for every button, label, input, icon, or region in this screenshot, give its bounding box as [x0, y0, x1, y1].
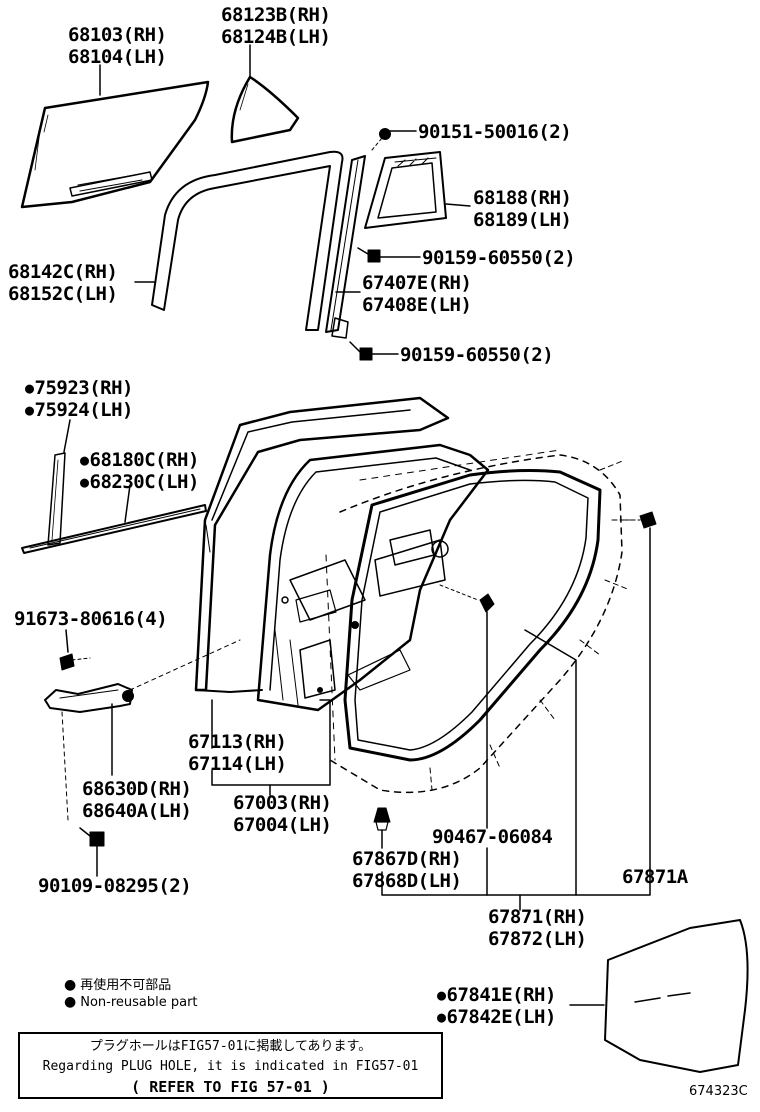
service-hole-cover: [569, 919, 749, 1073]
label-weatherstrip-a: 67871A: [622, 866, 688, 888]
bolt-90151: [371, 128, 417, 151]
label-quarter-glass: 68123B(RH)68124B(LH): [221, 4, 331, 48]
door-hinge: [44, 639, 241, 821]
weatherstrip-clip-small: [373, 807, 391, 849]
note-refer-link[interactable]: ( REFER TO FIG 57-01 ): [131, 1078, 330, 1096]
hinge-bolt: [59, 629, 91, 671]
label-division-bar: 67407E(RH)67408E(LH): [362, 272, 472, 316]
door-glass: [20, 80, 210, 209]
label-door-panel: 67113(RH)67114(LH): [188, 731, 287, 775]
label-hinge: 68630D(RH)68640A(LH): [82, 778, 192, 822]
label-garnish: 75923(RH)75924(LH): [25, 377, 134, 421]
label-service-hole-cover: 67841E(RH)67842E(LH): [437, 984, 557, 1028]
note-line-english: Regarding PLUG HOLE, it is indicated in …: [42, 1059, 419, 1074]
label-hinge-screw: 90109-08295(2): [38, 875, 192, 897]
division-bar: [325, 155, 366, 339]
note-line-japanese: プラグホールはFIG57-01に掲載してあります。: [89, 1039, 372, 1054]
label-weatherstrip-small: 67867D(RH)67868D(LH): [352, 848, 462, 892]
weatherstrip-dashed-outline: [325, 449, 641, 794]
clip-90467: [439, 584, 495, 829]
quarter-window-frame: [364, 151, 447, 229]
leader-weatherstrip-a: [575, 867, 651, 896]
door-outer-panel: [194, 396, 450, 693]
label-hinge-bolt: 91673-80616(4): [14, 608, 168, 630]
legend-japanese: ●再使用不可部品: [64, 977, 172, 993]
label-clip-90467: 90467-06084: [432, 826, 553, 848]
label-screw-mid: 90159-60550(2): [422, 247, 576, 269]
leader-door-assy: [211, 699, 331, 786]
rear-door-garnish: [47, 419, 71, 546]
hinge-screw: [79, 827, 105, 877]
clip-weatherstrip-end: [619, 511, 657, 869]
label-door-assy: 67003(RH)67004(LH): [233, 792, 332, 836]
figure-id: 674323C: [689, 1084, 748, 1099]
label-door-glass: 68103(RH)68104(LH): [68, 24, 167, 68]
label-weatherstrip: 67871(RH)67872(LH): [488, 906, 587, 950]
label-quarter-frame: 68188(RH)68189(LH): [473, 187, 572, 231]
glass-run-channel: [151, 150, 344, 331]
label-run-channel: 68142C(RH)68152C(LH): [8, 261, 118, 305]
leader-quarter-frame: [445, 203, 471, 207]
label-screw-low: 90159-60550(2): [400, 344, 554, 366]
door-assembly: [256, 443, 490, 712]
screw-90159-mid: [357, 247, 421, 263]
screw-90159-low: [349, 341, 399, 361]
plug-hole-note: プラグホールはFIG57-01に掲載してあります。 Regarding PLUG…: [18, 1032, 443, 1099]
legend-english: ●Non-reusable part: [64, 994, 198, 1010]
label-belt-moulding: 68180C(RH)68230C(LH): [80, 449, 200, 493]
door-weatherstrip: [343, 469, 602, 762]
quarter-glass: [230, 75, 300, 144]
label-bolt-90151: 90151-50016(2): [418, 121, 572, 143]
